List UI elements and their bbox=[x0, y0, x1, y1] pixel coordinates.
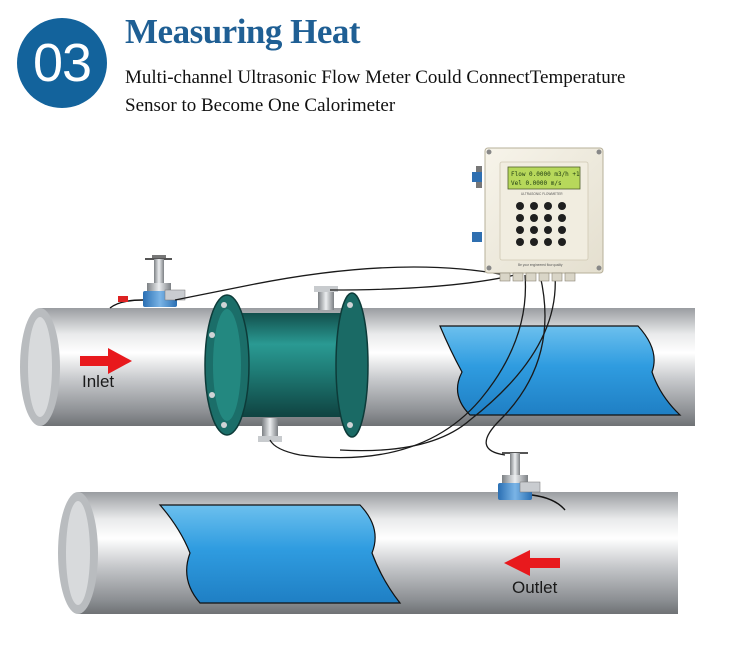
inlet-label: Inlet bbox=[82, 372, 114, 391]
cable-glands bbox=[499, 272, 576, 282]
subtitle-line-2: Sensor to Become One Calorimeter bbox=[125, 95, 396, 116]
outlet-flow-arrow bbox=[504, 550, 560, 576]
page-subtitle: Multi-channel Ultrasonic Flow Meter Coul… bbox=[125, 64, 735, 120]
meter-footer-text: Be your engineered flow quality bbox=[518, 263, 563, 267]
section-number-badge: 03 bbox=[17, 18, 107, 108]
inlet-temperature-sensor bbox=[109, 255, 186, 309]
page-title: Measuring Heat bbox=[125, 12, 361, 51]
outlet-label: Outlet bbox=[512, 578, 558, 597]
water-cutaway-bottom bbox=[158, 504, 402, 604]
installation-illustration: Inlet bbox=[20, 147, 695, 614]
inlet-flow-arrow bbox=[80, 348, 132, 374]
outlet-temperature-sensor bbox=[498, 452, 566, 511]
lcd-line-1: Flow 0.0000 m3/h +1 bbox=[511, 171, 580, 178]
water-cutaway-top bbox=[439, 325, 682, 416]
lcd-display bbox=[507, 166, 581, 190]
ultrasonic-flowmeter-unit: Flow 0.0000 m3/h +1 Vel 0.0000 m/s ULTRA… bbox=[472, 147, 604, 282]
signal-cables bbox=[174, 266, 556, 459]
meter-brand-text: ULTRASONIC FLOWMETER bbox=[521, 192, 563, 196]
flanged-spool-sensor bbox=[204, 286, 369, 442]
outlet-pipe bbox=[58, 492, 678, 614]
inlet-pipe bbox=[20, 308, 695, 426]
lcd-line-2: Vel 0.0000 m/s bbox=[511, 180, 562, 187]
keypad bbox=[516, 202, 566, 246]
subtitle-line-1: Multi-channel Ultrasonic Flow Meter Coul… bbox=[125, 67, 626, 88]
